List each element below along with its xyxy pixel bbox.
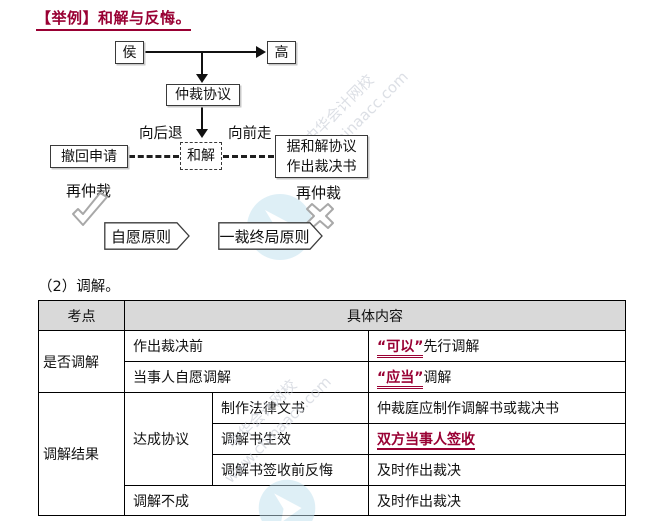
connector-line [201, 52, 203, 75]
cell-group-mediation-result: 调解结果 [38, 392, 125, 516]
brand-logo-watermark [258, 479, 316, 521]
cell-condition: 调解书签收前反悔 [212, 454, 369, 486]
flowchart-node-gao: 高 [267, 41, 296, 64]
pentagon-shape [104, 222, 190, 250]
arrow-down-icon [196, 129, 208, 138]
cell-result: 仲裁庭应制作调解书或裁决书 [367, 392, 627, 424]
table-row: 调解书签收前反悔 及时作出裁决 [39, 454, 627, 486]
cell-agreement-reached: 达成协议 [124, 392, 213, 486]
award-line2: 作出裁决书 [286, 158, 357, 175]
highlight-sign-receipt: 双方当事人签收 [377, 432, 475, 450]
flowchart-node-withdraw-application: 撤回申请 [50, 145, 128, 168]
principle-voluntary: 自愿原则 [104, 222, 190, 250]
flowchart-node-hou: 侯 [115, 41, 144, 64]
result-rest: 先行调解 [423, 339, 480, 355]
table-header-row: 考点 具体内容 [38, 300, 627, 331]
flowchart-node-award-per-settlement: 据和解协议 作出裁决书 [275, 135, 368, 178]
cell-group-whether-mediate: 是否调解 [38, 330, 125, 393]
arrow-down-icon [196, 74, 208, 83]
cell-result: 及时作出裁决 [367, 485, 627, 516]
section-label: （2）调解。 [38, 279, 120, 295]
header-juti-neirong: 具体内容 [123, 300, 627, 331]
page-title: 【举例】和解与反悔。 [36, 7, 192, 31]
table-row: 是否调解 作出裁决前 “可以”先行调解 [38, 330, 627, 393]
dashed-connector [129, 155, 179, 158]
principle-final-award-label: 一裁终局原则 [219, 227, 310, 246]
cell-condition: 当事人自愿调解 [124, 361, 369, 393]
label-step-back: 向后退 [139, 126, 183, 142]
award-line1: 据和解协议 [286, 138, 357, 155]
flowchart-node-arbitration-agreement: 仲裁协议 [166, 84, 240, 106]
cell-result: “应当”调解 [367, 361, 627, 393]
highlight-yingdang: “应当” [377, 370, 424, 389]
table-row: 调解结果 达成协议 制作法律文书 仲裁庭应制作调解书或裁决书 [38, 392, 627, 516]
highlight-keyi: “可以” [377, 339, 424, 358]
cell-result: 双方当事人签收 [367, 423, 627, 455]
table-row: 调解不成 及时作出裁决 [39, 485, 627, 516]
principle-voluntary-label: 自愿原则 [110, 227, 171, 246]
cell-result: 及时作出裁决 [367, 454, 627, 486]
pentagon-shape [218, 222, 323, 250]
cell-condition: 作出裁决前 [124, 330, 369, 362]
principle-final-award: 一裁终局原则 [218, 222, 323, 250]
connector-line [201, 106, 203, 130]
table-row: 调解书生效 双方当事人签收 [39, 423, 627, 455]
label-step-forward: 向前走 [228, 126, 272, 142]
label-rearbitration-right: 再仲裁 [296, 184, 342, 202]
mediation-table: 考点 具体内容 是否调解 作出裁决前 “可以”先行调解 当事人自愿调解 “应当”… [38, 300, 627, 516]
flowchart-node-settlement: 和解 [180, 142, 222, 170]
cell-condition: 调解不成 [124, 485, 369, 516]
cell-condition: 调解书生效 [212, 423, 369, 455]
dashed-connector [223, 155, 274, 158]
header-kaodian: 考点 [38, 300, 125, 331]
check-icon [72, 192, 108, 226]
arrow-right-icon [256, 46, 266, 58]
result-rest: 调解 [423, 370, 452, 386]
cell-result: “可以”先行调解 [367, 330, 627, 362]
